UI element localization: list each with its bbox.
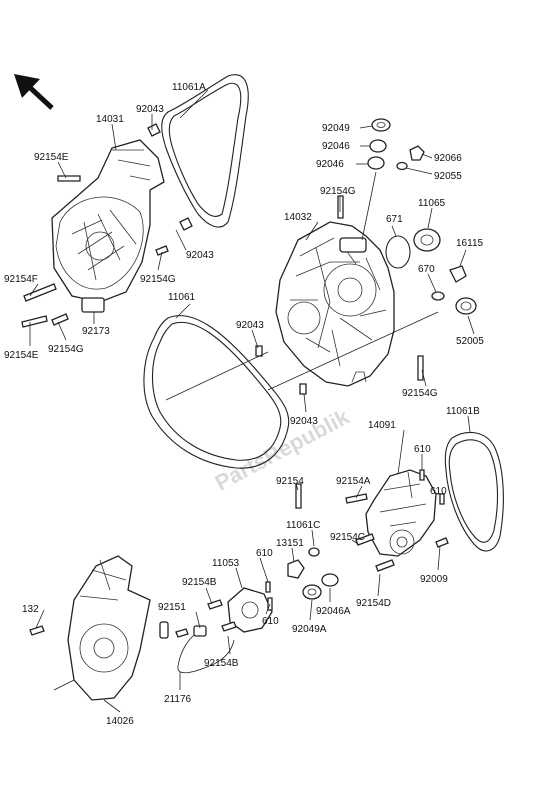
water-pump-housing	[365, 469, 437, 557]
callout-11061c: 11061C	[286, 520, 320, 531]
direction-arrow-icon	[14, 74, 54, 110]
callout-610: 610	[430, 486, 447, 497]
callout-92009: 92009	[420, 574, 448, 585]
bushing-92046-lower	[367, 156, 385, 170]
callout-92154e: 92154E	[4, 350, 39, 361]
callout-92154a: 92154A	[336, 476, 371, 487]
leader-lines	[29, 89, 475, 713]
callout-92055: 92055	[434, 171, 462, 182]
callout-92043: 92043	[236, 320, 264, 331]
sprocket-cover	[67, 555, 151, 701]
callout-21176: 21176	[164, 694, 192, 705]
callout-labels: 11061A 92043 14031 92154E 92043 92154G 9…	[4, 82, 484, 727]
callout-11061: 11061	[168, 292, 196, 303]
o-ring-92055	[396, 161, 408, 171]
o-ring-671	[385, 235, 411, 269]
callout-92154g: 92154G	[402, 388, 438, 399]
o-ring-670	[431, 291, 445, 301]
oil-seal-52005	[455, 297, 477, 315]
callout-92154g: 92154G	[140, 274, 176, 285]
callout-92154c: 92154C	[330, 532, 365, 543]
callout-11065: 11065	[418, 198, 446, 209]
oil-level-gauge-16115	[449, 265, 467, 283]
callout-14026: 14026	[106, 716, 134, 727]
callout-16115: 16115	[456, 238, 484, 249]
oil-seal-92049a	[302, 584, 322, 600]
callout-92046a: 92046A	[316, 606, 351, 617]
callout-92154b: 92154B	[182, 577, 217, 588]
gasket-11061b	[444, 431, 504, 552]
callout-671: 671	[386, 214, 403, 225]
callout-670: 670	[418, 264, 435, 275]
callout-92049a: 92049A	[292, 624, 327, 635]
callout-52005: 52005	[456, 336, 484, 347]
oil-seal-92049	[371, 118, 391, 132]
callout-610: 610	[262, 616, 279, 627]
callout-11061a: 11061A	[172, 82, 206, 93]
callout-13151: 13151	[276, 538, 304, 549]
callout-92049: 92049	[322, 123, 350, 134]
callout-610: 610	[414, 444, 431, 455]
left-engine-cover	[51, 139, 165, 303]
callout-11061b: 11061B	[446, 406, 480, 417]
callout-92154f: 92154F	[4, 274, 38, 285]
right-engine-cover	[275, 221, 395, 387]
callout-92154e: 92154E	[34, 152, 69, 163]
callout-132: 132	[22, 604, 39, 615]
o-ring-11061c	[308, 547, 320, 557]
bushing-92046-upper	[369, 139, 387, 153]
oil-filler-cap-11065	[413, 228, 441, 252]
callout-92173: 92173	[82, 326, 110, 337]
callout-92151: 92151	[158, 602, 186, 613]
callout-92043: 92043	[186, 250, 214, 261]
plug-13151	[287, 559, 305, 579]
callout-92046: 92046	[322, 141, 350, 152]
callout-92043: 92043	[290, 416, 318, 427]
callout-11053: 11053	[212, 558, 240, 569]
clutch-pipe-21176	[159, 621, 235, 674]
callout-92154b: 92154B	[204, 658, 239, 669]
gasket-11061	[143, 315, 290, 469]
callout-92154d: 92154D	[356, 598, 391, 609]
callout-14031: 14031	[96, 114, 124, 125]
callout-92154g: 92154G	[320, 186, 356, 197]
gasket-11061a	[161, 74, 249, 228]
callout-14091: 14091	[368, 420, 396, 431]
damper-92173	[81, 297, 105, 313]
callout-92154: 92154	[276, 476, 304, 487]
callout-92154g: 92154G	[48, 344, 84, 355]
callout-14032: 14032	[284, 212, 312, 223]
callout-92066: 92066	[434, 153, 462, 164]
bolts	[21, 123, 449, 638]
plug-92066	[409, 145, 425, 161]
callout-92046: 92046	[316, 159, 344, 170]
bushing-92046a	[321, 573, 339, 587]
callout-92043: 92043	[136, 104, 164, 115]
callout-610: 610	[256, 548, 273, 559]
